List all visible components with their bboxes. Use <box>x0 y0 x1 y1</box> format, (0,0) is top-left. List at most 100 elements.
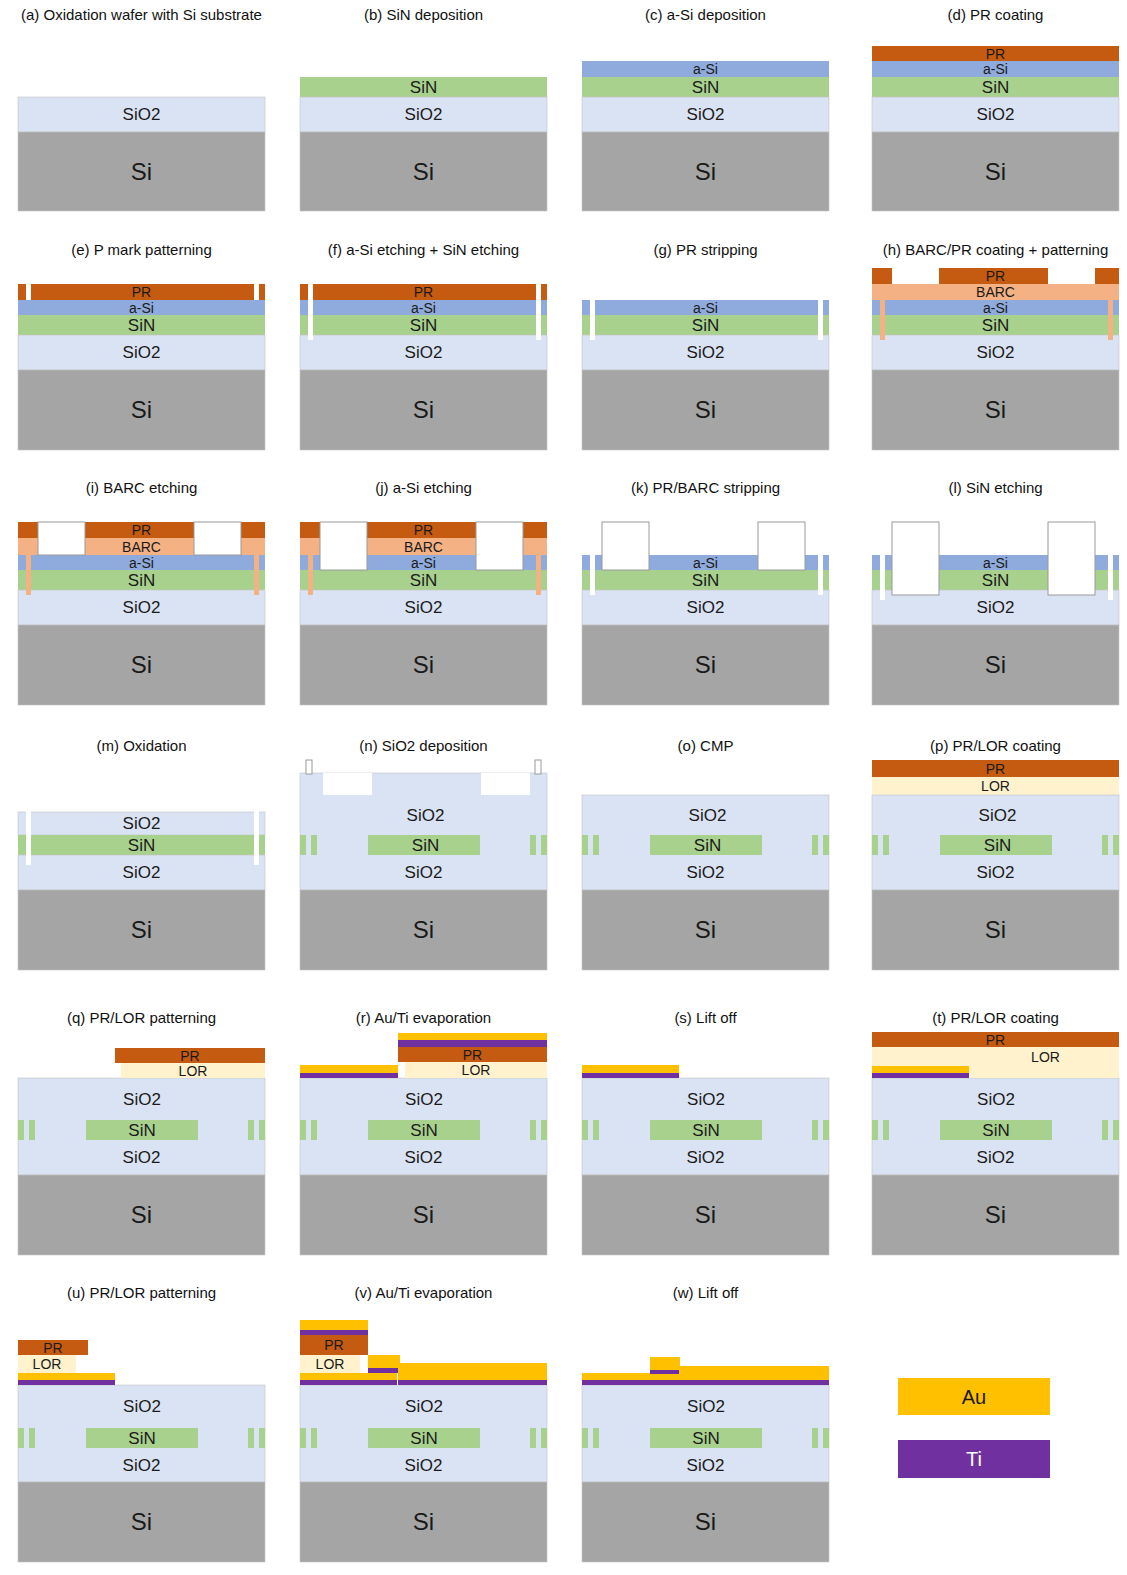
layer-fill <box>872 300 1119 315</box>
layer-fill <box>86 1428 198 1448</box>
layer-box: SiO2 <box>582 97 829 132</box>
layer-box: Si <box>300 625 547 705</box>
layer-box: SiN <box>368 1120 480 1140</box>
layer-box: LOR <box>300 1355 360 1373</box>
layer-box: SiN <box>300 570 547 590</box>
layer-fill <box>872 46 1119 61</box>
layer-box: Si <box>300 1175 547 1255</box>
layer-fill <box>18 1120 24 1140</box>
layer-fill <box>405 1062 547 1078</box>
layer-label: SiN <box>692 317 719 334</box>
layer-fill <box>582 61 829 77</box>
layer-fill <box>872 1120 878 1140</box>
step-title: (a) Oxidation wafer with Si substrate <box>21 7 262 24</box>
layer-fill <box>582 625 829 705</box>
layer-fill <box>18 1355 76 1373</box>
layer-fill <box>582 1175 829 1255</box>
layer-fill <box>311 1428 317 1448</box>
layer-box: SiO2 <box>872 590 1119 625</box>
layer-box: PR <box>300 1335 368 1355</box>
layer-label: Si <box>985 398 1006 422</box>
layer-label: BARC <box>122 540 161 554</box>
legend-swatch: Ti <box>898 1440 1050 1478</box>
layer-box: a-Si <box>872 555 1119 570</box>
step-title: (w) Lift off <box>673 1285 739 1302</box>
layer-fill <box>18 1078 265 1175</box>
layer-label: SiO2 <box>687 1398 725 1415</box>
layer-box: Si <box>18 370 265 450</box>
layer-label: SiN <box>410 317 437 334</box>
step-title: (h) BARC/PR coating + patterning <box>883 242 1109 259</box>
layer-fill <box>300 890 547 970</box>
layer-box: PR <box>872 268 1119 284</box>
layer-box: SiO2 <box>650 1385 762 1428</box>
layer-fill <box>308 284 313 340</box>
layer-label: SiO2 <box>687 1091 725 1108</box>
layer-fill <box>368 1120 480 1140</box>
layer-box: SiN <box>940 1120 1052 1140</box>
layer-fill <box>476 522 523 570</box>
layer-fill <box>481 773 530 795</box>
layer-label: Si <box>695 398 716 422</box>
layer-fill <box>872 1066 969 1073</box>
layer-fill <box>823 835 829 855</box>
layer-box: SiN <box>872 570 1119 590</box>
layer-fill <box>872 97 1119 132</box>
layer-label: SiO2 <box>687 106 725 123</box>
layer-box: Si <box>872 132 1119 211</box>
layer-box: SiO2 <box>582 855 829 890</box>
layer-label: SiO2 <box>405 1398 443 1415</box>
step-title: (f) a-Si etching + SiN etching <box>328 242 519 259</box>
layer-fill <box>300 1373 397 1380</box>
layer-fill <box>368 1355 400 1368</box>
layer-box: SiN <box>300 315 547 335</box>
layer-label: Si <box>695 653 716 677</box>
layer-label: LOR <box>33 1357 62 1371</box>
layer-fill <box>300 1330 368 1335</box>
layer-label: SiO2 <box>123 106 161 123</box>
layer-label: Si <box>985 653 1006 677</box>
layer-fill <box>679 1366 829 1380</box>
layer-fill <box>1108 300 1113 340</box>
layer-box: SiO2 <box>872 855 1119 890</box>
legend-text: Ti <box>966 1449 982 1469</box>
layer-fill <box>300 1073 398 1078</box>
layer-fill <box>872 132 1119 211</box>
layer-label: SiO2 <box>123 864 161 881</box>
layer-box: Si <box>300 1482 547 1562</box>
step-title: (v) Au/Ti evaporation <box>355 1285 493 1302</box>
layer-fill <box>536 555 541 595</box>
layer-label: SiO2 <box>405 344 443 361</box>
step-title: (o) CMP <box>678 738 734 755</box>
layer-label: PR <box>414 285 433 299</box>
layer-label: SiN <box>410 1122 437 1139</box>
layer-fill <box>300 1065 398 1073</box>
step-title: (q) PR/LOR patterning <box>67 1010 216 1027</box>
layer-box: a-Si <box>582 300 829 315</box>
layer-fill <box>300 97 547 132</box>
layer-fill <box>872 77 1119 97</box>
layer-fill <box>300 370 547 450</box>
layer-box: SiO2 <box>300 590 547 625</box>
layer-fill <box>823 1120 829 1140</box>
layer-box: SiO2 <box>942 795 1053 835</box>
layer-label: SiO2 <box>689 807 727 824</box>
layer-label: SiO2 <box>687 344 725 361</box>
layer-fill <box>582 370 829 450</box>
layer-box: SiN <box>18 570 265 590</box>
layer-fill <box>872 625 1119 705</box>
layer-box: PR <box>115 1048 265 1063</box>
layer-label: PR <box>986 269 1005 283</box>
layer-fill <box>541 835 547 855</box>
layer-box: SiN <box>18 835 265 855</box>
layer-fill <box>300 1320 368 1330</box>
layer-fill <box>892 522 939 595</box>
layer-box: PR <box>872 760 1119 777</box>
layer-fill <box>18 890 265 970</box>
layer-box: PR <box>18 522 265 538</box>
layer-fill <box>26 808 31 865</box>
layer-fill <box>18 1482 265 1562</box>
layer-label: SiO2 <box>123 599 161 616</box>
layer-fill <box>872 1175 1119 1255</box>
layer-box: SiN <box>650 1428 762 1448</box>
